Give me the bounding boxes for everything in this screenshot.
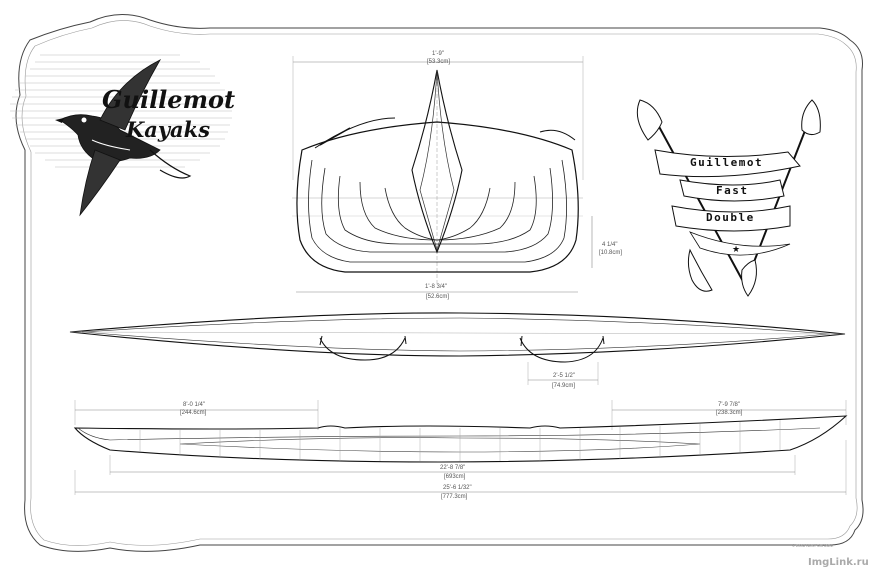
copyright-note: © 2008 NICK SCHADE <box>792 543 834 548</box>
section-depth: 4 1/4" <box>602 242 617 248</box>
logo: Guillemot Kayaks <box>10 54 235 217</box>
profile-view: 8'-0 1/4" [244.6cm] 7'-9 7/8" [238.3cm] … <box>73 400 848 500</box>
plan-view: 2'-5 1/2" [74.9cm] <box>69 312 846 389</box>
section-top-width: 1'-9" <box>432 51 444 57</box>
logo-line1: Guillemot <box>102 85 235 114</box>
cockpit-spacing: 2'-5 1/2" <box>553 373 575 379</box>
star-icon: ★ <box>732 244 740 254</box>
banner-word-double: Double <box>706 211 755 224</box>
bow-overhang: 8'-0 1/4" <box>183 402 205 408</box>
bow-overhang-metric: [244.6cm] <box>180 410 207 416</box>
stern-overhang-metric: [238.3cm] <box>716 410 743 416</box>
guillemot-bird-icon <box>55 59 192 217</box>
frame-border <box>15 14 864 552</box>
overall-length-metric: [777.3cm] <box>441 494 468 500</box>
waterline-length-metric: [693cm] <box>444 474 466 480</box>
banner-word-guillemot: Guillemot <box>690 156 763 169</box>
section-bottom-width: 1'-8 3/4" <box>425 284 447 290</box>
paddle-right-icon <box>741 99 821 297</box>
section-view: 1'-9" [53.3cm] 1'-8 3/4" [52.6cm] 4 1/4"… <box>292 51 622 300</box>
cockpit-spacing-metric: [74.9cm] <box>552 383 575 389</box>
section-bottom-width-metric: [52.6cm] <box>426 294 449 300</box>
overall-length: 25'-6 1/32" <box>443 485 472 491</box>
banner-word-fast: Fast <box>716 184 749 197</box>
watermark: ImgLink.ru <box>808 557 869 568</box>
section-top-width-metric: [53.3cm] <box>427 59 450 65</box>
section-depth-metric: [10.8cm] <box>599 250 622 256</box>
stern-overhang: 7'-9 7/8" <box>718 402 740 408</box>
paddles-banner: Guillemot Fast Double ★ <box>636 99 821 297</box>
waterline-length: 22'-8 7/8" <box>440 465 465 471</box>
logo-line2: Kayaks <box>125 117 210 142</box>
